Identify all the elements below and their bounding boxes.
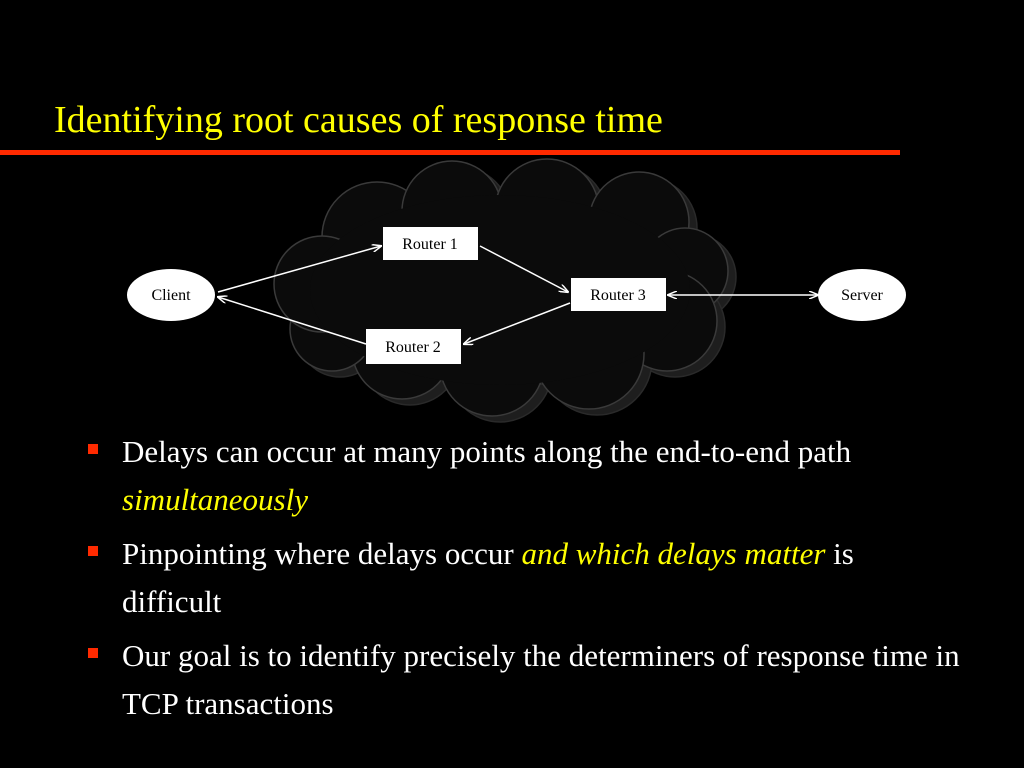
- square-bullet-icon: [88, 546, 98, 556]
- node-router1: Router 1: [383, 227, 478, 260]
- node-router2-label: Router 2: [385, 339, 441, 356]
- edge-router1-router3: [479, 245, 568, 292]
- bullet-emphasis: and which delays matter: [521, 536, 826, 571]
- bullet-item: Delays can occur at many points along th…: [80, 428, 960, 524]
- edge-router3-router2: [464, 302, 571, 344]
- node-server: Server: [818, 269, 906, 321]
- node-router3: Router 3: [571, 278, 666, 311]
- bullet-text: Our goal is to identify precisely the de…: [122, 638, 960, 721]
- slide-title: Identifying root causes of response time: [54, 99, 663, 141]
- node-server-label: Server: [841, 287, 883, 304]
- network-diagram: Client Router 1 Router 3 Router 2 Server: [127, 158, 906, 423]
- bullet-item: Our goal is to identify precisely the de…: [80, 632, 960, 728]
- node-client: Client: [127, 269, 215, 321]
- square-bullet-icon: [88, 648, 98, 658]
- node-router3-label: Router 3: [590, 287, 646, 304]
- node-router2: Router 2: [366, 329, 461, 364]
- bullet-list: Delays can occur at many points along th…: [80, 428, 960, 734]
- node-router1-label: Router 1: [402, 236, 458, 253]
- bullet-emphasis: simultaneously: [122, 482, 308, 517]
- bullet-text: Delays can occur at many points along th…: [122, 434, 852, 469]
- square-bullet-icon: [88, 444, 98, 454]
- bullet-text: Pinpointing where delays occur: [122, 536, 522, 571]
- bullet-tail: is difficult: [122, 536, 854, 619]
- bullet-item: Pinpointing where delays occur and which…: [80, 530, 960, 626]
- title-underline: [0, 150, 900, 155]
- node-client-label: Client: [151, 287, 191, 304]
- edge-router2-client: [218, 297, 367, 345]
- cloud-shape: [273, 158, 737, 423]
- edge-client-router1: [217, 246, 381, 293]
